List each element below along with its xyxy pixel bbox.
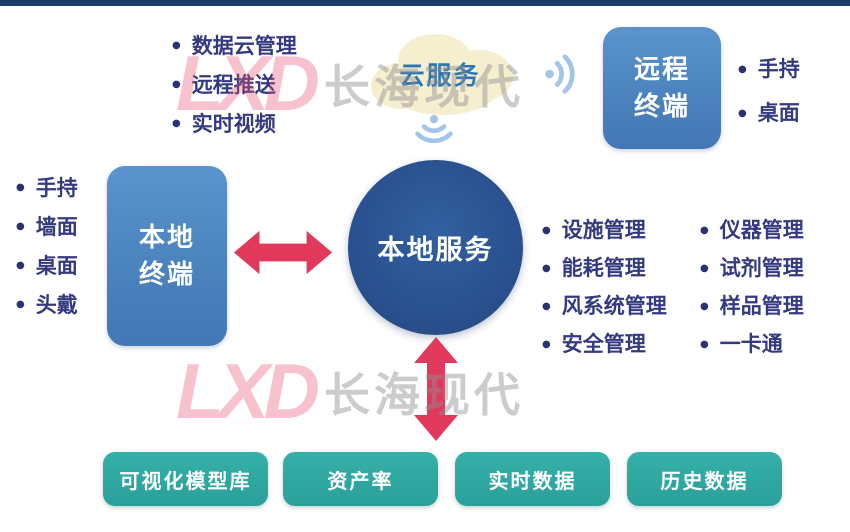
cloud-feature-label: 远程推送 <box>191 71 276 97</box>
local-service-circle: 本地服务 <box>348 160 523 335</box>
watermark-logo: LXD <box>176 347 320 435</box>
module-visual-model-library: 可视化模型库 <box>103 452 268 506</box>
remote-terminal-label-line1: 远程 <box>633 54 690 84</box>
local-terminal-box: 本地 终端 <box>107 166 227 346</box>
management-label: 能耗管理 <box>561 255 646 280</box>
module-label: 实时数据 <box>488 470 577 493</box>
watermark: LXD 长海现代 <box>176 346 524 437</box>
management-label: 一卡通 <box>719 331 783 356</box>
management-item: 设施管理 <box>542 210 667 248</box>
management-label: 样品管理 <box>719 293 804 318</box>
module-label: 历史数据 <box>660 470 749 493</box>
management-item: 一卡通 <box>700 324 804 362</box>
remote-terminal-option-list: 手持 桌面 <box>738 46 800 134</box>
option-label: 桌面 <box>757 100 800 125</box>
remote-terminal-option: 桌面 <box>738 90 800 134</box>
cloud-service-label: 云服务 <box>399 61 481 90</box>
remote-terminal-option: 手持 <box>738 46 800 90</box>
option-label: 桌面 <box>35 252 78 278</box>
management-item: 试剂管理 <box>700 248 804 286</box>
local-service-label: 本地服务 <box>377 235 494 265</box>
cloud-feature-item: 实时视频 <box>172 103 297 142</box>
option-label: 手持 <box>757 56 800 81</box>
vertical-double-arrow-icon <box>408 337 464 441</box>
remote-terminal-box: 远程 终端 <box>603 27 721 149</box>
cloud-feature-list: 数据云管理 远程推送 实时视频 <box>172 25 297 142</box>
management-label: 风系统管理 <box>561 293 667 318</box>
local-terminal-label-line2: 终端 <box>138 259 195 289</box>
management-item: 风系统管理 <box>542 286 667 324</box>
management-label: 安全管理 <box>561 331 646 356</box>
cloud-feature-label: 实时视频 <box>191 110 276 136</box>
management-list-column-1: 设施管理 能耗管理 风系统管理 安全管理 <box>542 210 667 362</box>
module-label: 资产率 <box>327 470 394 493</box>
cloud-feature-item: 远程推送 <box>172 64 297 103</box>
local-terminal-label-line1: 本地 <box>138 222 195 252</box>
management-label: 设施管理 <box>561 217 646 242</box>
module-history-data: 历史数据 <box>627 452 782 506</box>
option-label: 手持 <box>35 174 78 200</box>
management-item: 能耗管理 <box>542 248 667 286</box>
management-list-column-2: 仪器管理 试剂管理 样品管理 一卡通 <box>700 210 804 362</box>
wifi-signal-icon <box>543 51 583 97</box>
module-label: 可视化模型库 <box>119 470 252 493</box>
wifi-signal-icon <box>412 113 456 151</box>
option-label: 墙面 <box>35 213 78 239</box>
cloud-feature-item: 数据云管理 <box>172 25 297 64</box>
remote-terminal-label-line2: 终端 <box>633 91 690 121</box>
cloud-feature-label: 数据云管理 <box>191 32 297 58</box>
module-asset-rate: 资产率 <box>283 452 438 506</box>
local-terminal-option: 手持 <box>16 167 78 206</box>
cloud-service: 云服务 <box>355 24 525 120</box>
option-label: 头戴 <box>35 291 78 317</box>
local-terminal-option: 墙面 <box>16 206 78 245</box>
management-label: 仪器管理 <box>719 217 804 242</box>
management-item: 仪器管理 <box>700 210 804 248</box>
management-item: 安全管理 <box>542 324 667 362</box>
management-item: 样品管理 <box>700 286 804 324</box>
cloud-icon <box>371 34 513 115</box>
local-terminal-option: 桌面 <box>16 245 78 284</box>
local-terminal-option: 头戴 <box>16 284 78 323</box>
management-label: 试剂管理 <box>719 255 804 280</box>
module-realtime-data: 实时数据 <box>455 452 610 506</box>
horizontal-double-arrow-icon <box>233 225 333 280</box>
top-border-bar <box>0 0 850 6</box>
local-terminal-option-list: 手持 墙面 桌面 头戴 <box>16 167 78 323</box>
